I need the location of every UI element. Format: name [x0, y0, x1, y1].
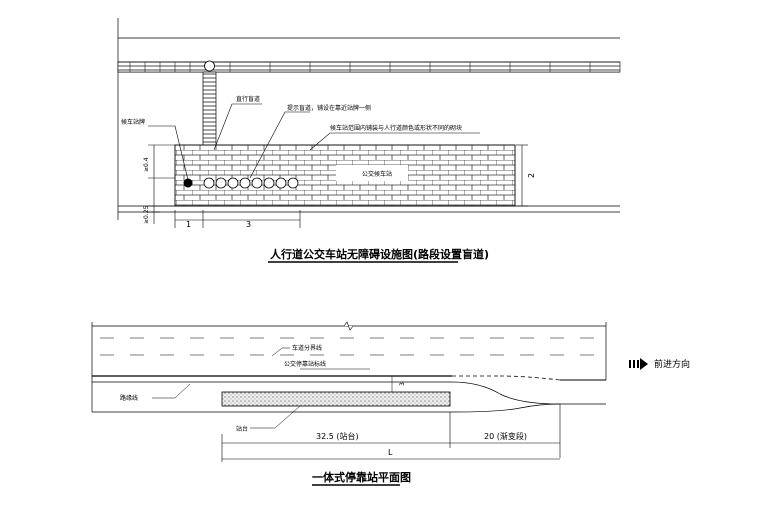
label-tactile-guide: 直行盲道: [236, 95, 260, 103]
label-tactile-warning: 提示盲道，铺设在靠近站牌一侧: [287, 104, 371, 112]
tactile-warning-row: [203, 177, 299, 189]
direction-label: 前进方向: [654, 358, 690, 370]
label-curb: 路缘线: [120, 394, 138, 402]
bus-sign-marker: [183, 178, 193, 188]
bottom-drawing: [91, 321, 648, 486]
dim-h2: 2: [527, 173, 536, 178]
label-paving-note: 候车站范围内铺装与人行道颜色或形状不同的砌块: [330, 124, 462, 132]
dim-total: L: [388, 448, 393, 457]
dim-v2: ≥0.25: [143, 205, 150, 224]
dim-width: 3: [399, 382, 406, 386]
label-stop-line: 公交停靠站标线: [284, 360, 326, 368]
label-platform: 站台: [236, 425, 248, 433]
direction-arrow-icon: [629, 358, 648, 370]
label-lane-divider: 车道分界线: [292, 344, 322, 352]
label-bus-sign: 候车站牌: [121, 118, 145, 126]
bottom-drawing-title: 一体式停靠站平面图: [312, 470, 411, 484]
top-drawing: [117, 18, 621, 263]
dim-v1: ≥0.4: [143, 157, 150, 172]
platform-area: [221, 391, 451, 407]
dim-w1: 1: [186, 220, 191, 229]
dim-w3: 3: [246, 220, 251, 229]
top-drawing-title: 人行道公交车站无障碍设施图(路段设置盲道): [270, 247, 489, 261]
label-station: 公交候车站: [362, 170, 392, 178]
dim-taper: 20 (渐变段): [484, 431, 527, 441]
dim-platform: 32.5 (站台): [316, 431, 359, 441]
